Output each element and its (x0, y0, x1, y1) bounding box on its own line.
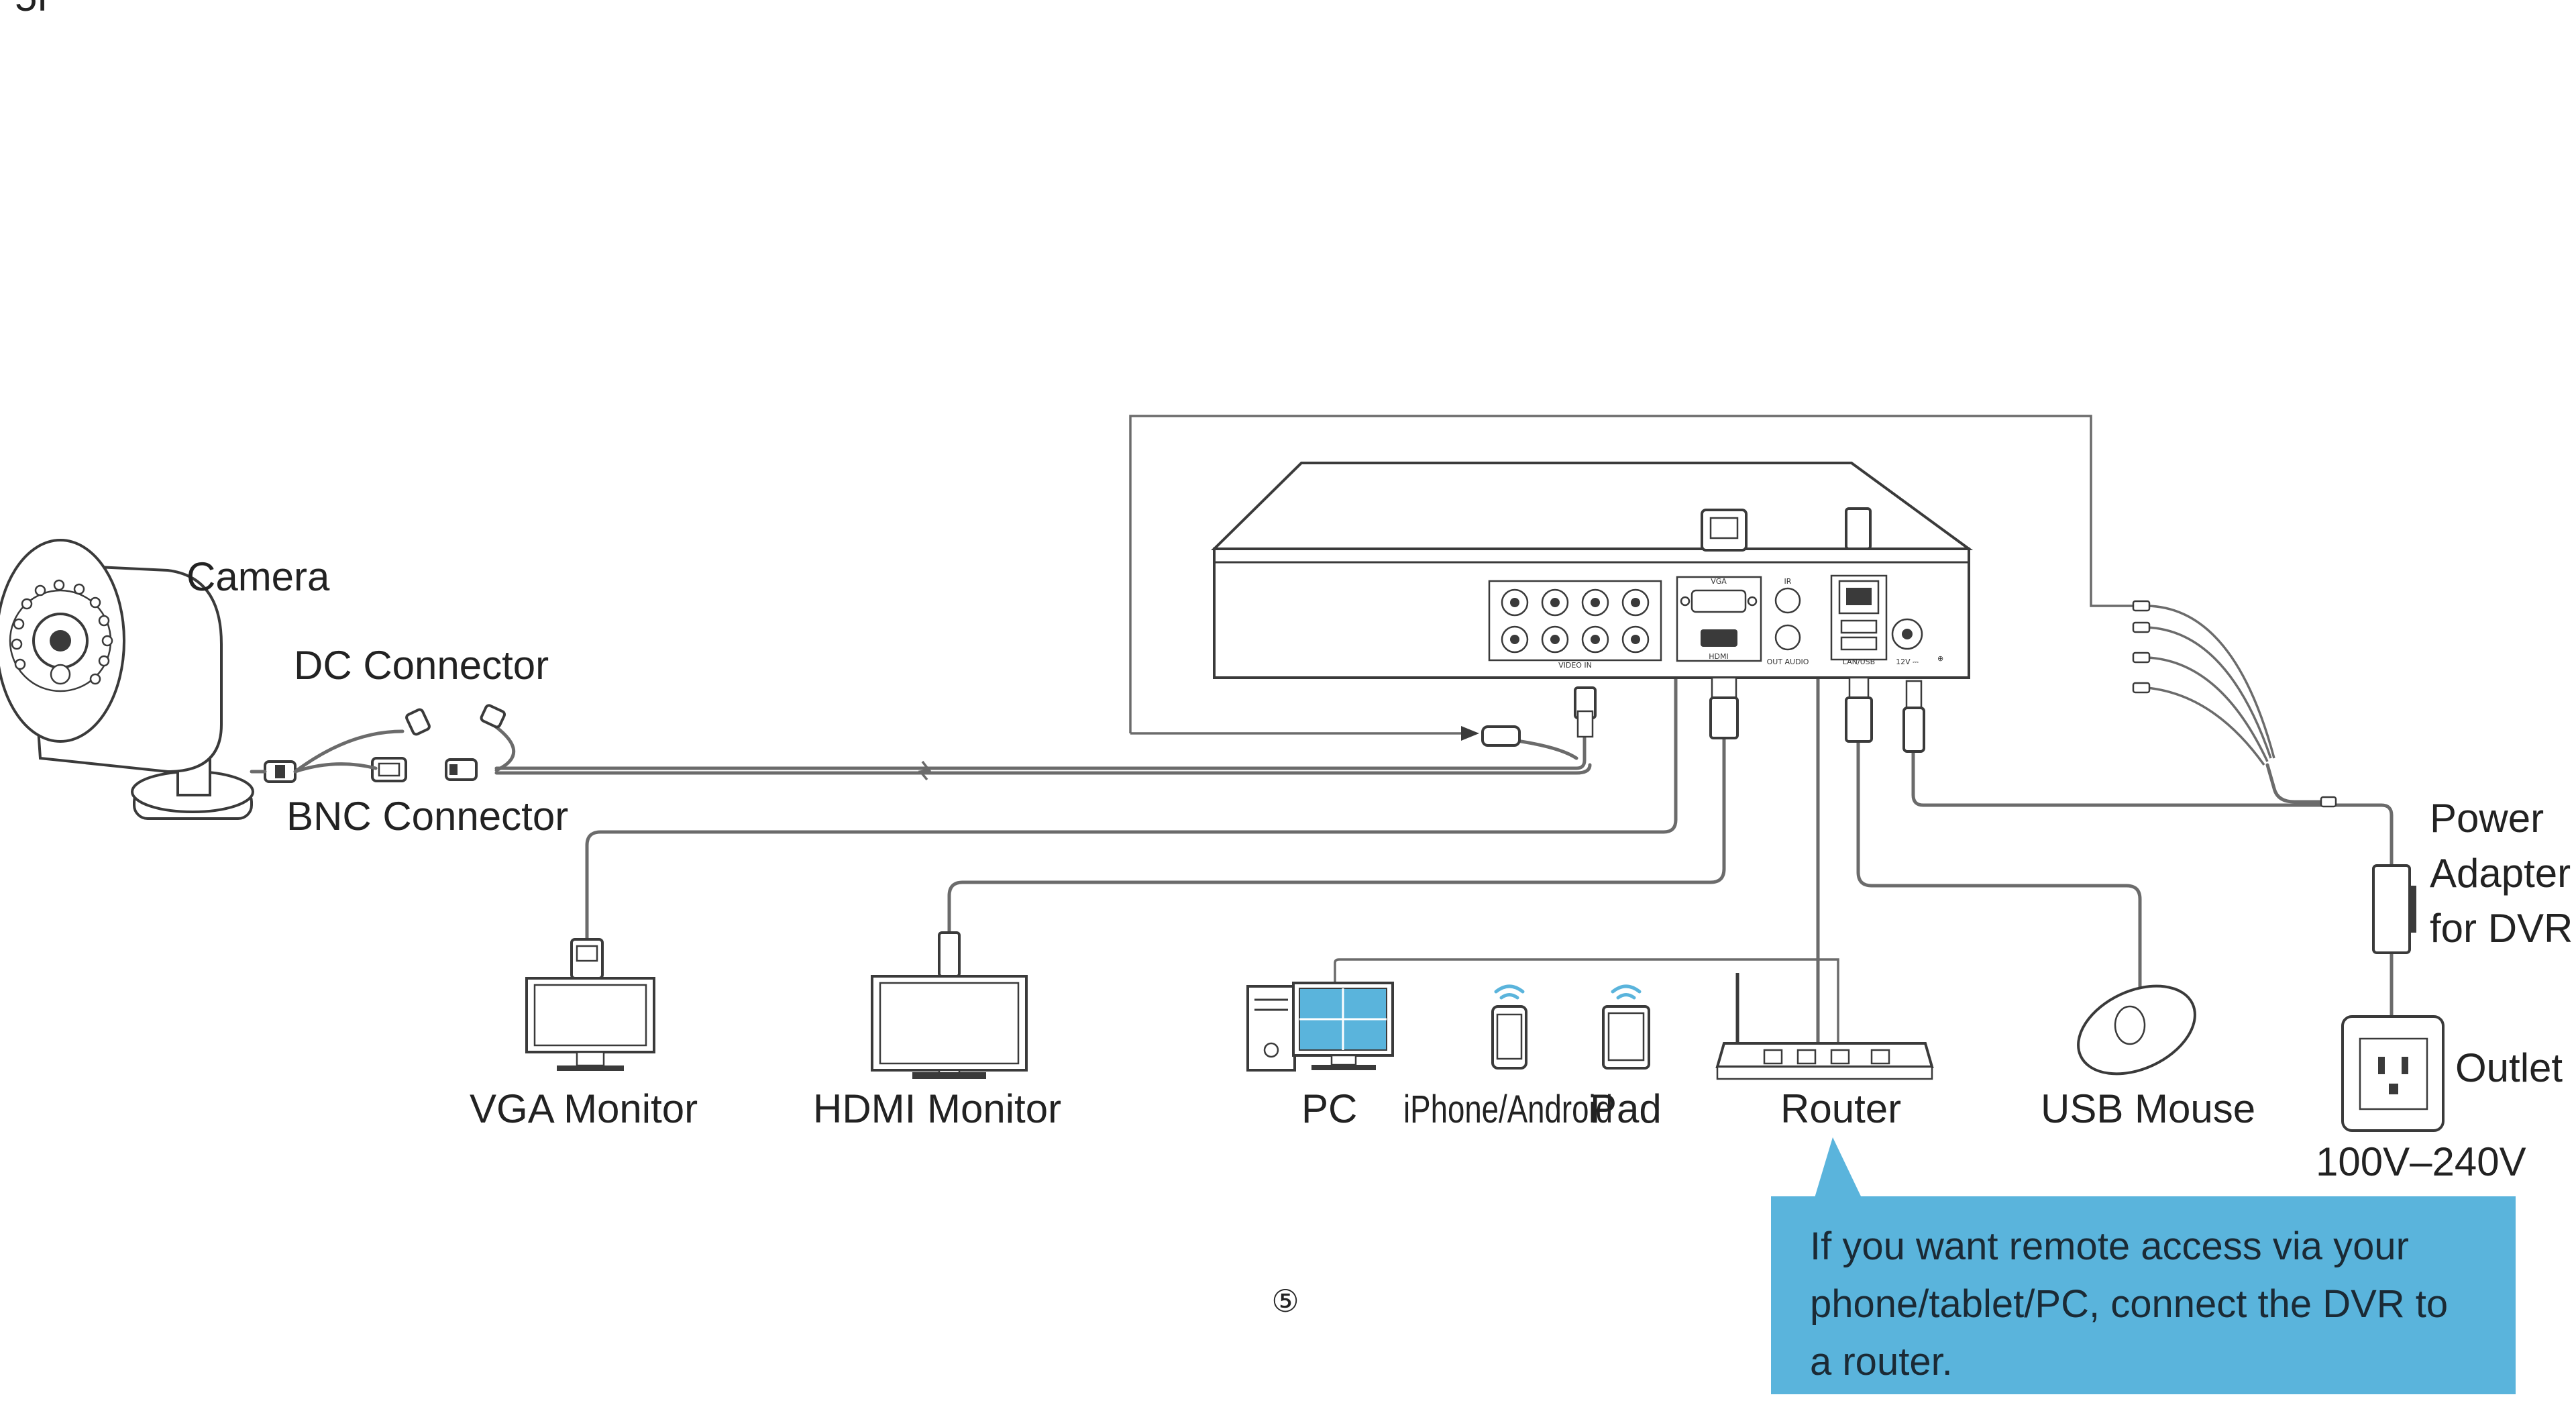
hdmi-monitor-icon (871, 931, 1028, 1079)
frame-line (1129, 415, 2137, 733)
callout-text: If you want remote access via your phone… (1810, 1225, 2449, 1384)
dc-cable (494, 763, 1592, 775)
label-usb-mouse: USB Mouse (2041, 1086, 2255, 1131)
label-power-adapter-1: Power (2430, 796, 2544, 841)
cables (481, 415, 2394, 1045)
label-vga-monitor: VGA Monitor (470, 1086, 698, 1131)
label-pad: Pad (1590, 1086, 1662, 1131)
port-label-ir: IR (1784, 577, 1792, 586)
splitter-lead-2 (2146, 626, 2272, 759)
dvr-plugs (1481, 507, 1925, 753)
label-power-adapter-2: Adapter (2430, 851, 2571, 896)
mouse-icon (2077, 984, 2196, 1076)
port-label-lan-usb: LAN/USB (1843, 658, 1875, 666)
port-label-out-audio: OUT AUDIO (1767, 658, 1809, 666)
label-outlet: Outlet (2455, 1045, 2563, 1090)
ground-symbol: ⊕ (1937, 654, 1943, 663)
splitter-lead-1 (2146, 605, 2275, 759)
router-callout: If you want remote access via your phone… (1771, 1196, 2516, 1394)
phone-icon (1491, 1005, 1527, 1070)
outlet-icon (2341, 1015, 2445, 1132)
label-pc: PC (1301, 1086, 1357, 1131)
splitter-lead-4 (2146, 686, 2265, 766)
label-router: Router (1780, 1086, 1901, 1131)
label-power-adapter-3: for DVR (2430, 906, 2573, 951)
page-fragment-text: 5F (15, 0, 62, 19)
mouse-cable (1856, 736, 2142, 1002)
callout-pointer (1815, 1137, 1862, 1198)
pc-router-line (1334, 958, 1839, 1043)
pc-icon (1246, 982, 1394, 1072)
vga-monitor-icon (525, 938, 655, 1071)
arrow-head-icon (1461, 726, 1479, 741)
port-label-vga: VGA (1711, 577, 1727, 586)
splitter-plugs (2132, 600, 2337, 808)
wifi-icon (1494, 984, 1642, 1000)
camera-icon (0, 539, 932, 820)
power-cable (1911, 749, 2394, 874)
label-voltage: 100V–240V (2316, 1139, 2526, 1184)
page-number: ⑤ (1271, 1283, 1299, 1319)
splitter-trunk (2265, 763, 2330, 804)
label-dc-connector: DC Connector (294, 643, 549, 688)
port-label-hdmi: HDMI (1709, 652, 1728, 661)
labels: Camera DC Connector BNC Connector VGA Mo… (186, 554, 2573, 1319)
label-iphone-android: iPhone/Android (1403, 1088, 1613, 1131)
bnc-cable (494, 716, 1587, 770)
label-camera: Camera (186, 554, 330, 599)
hdmi-cable (947, 736, 1726, 978)
splitter-lead-3 (2146, 656, 2269, 762)
port-label-dc12v: 12V ⎓ (1896, 658, 1919, 666)
dvr-icon: VIDEO IN VGA HDMI IR OUT AUDIO LAN/USB 1… (1211, 462, 1974, 679)
label-bnc-connector: BNC Connector (286, 794, 568, 839)
port-label-video-in: VIDEO IN (1558, 661, 1592, 670)
label-hdmi-monitor: HDMI Monitor (813, 1086, 1061, 1131)
router-icon (1715, 973, 1934, 1080)
tablet-icon (1602, 1005, 1650, 1070)
